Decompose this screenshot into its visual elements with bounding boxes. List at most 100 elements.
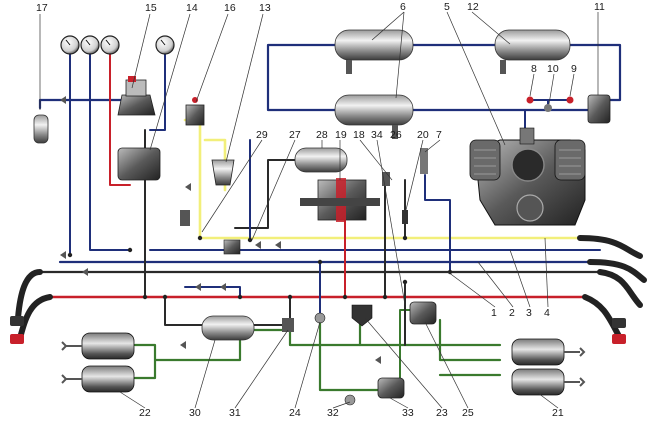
- label-22: 22: [139, 407, 151, 419]
- pressure-gauges: [60, 35, 175, 55]
- pipe-gauge-4: [149, 51, 166, 131]
- pipe-gauge-3: [109, 51, 131, 186]
- chamber-22-lower: [81, 365, 135, 393]
- brake-chambers: [61, 332, 586, 396]
- leader-lines: [39, 11, 599, 409]
- chamber-21-upper: [511, 338, 565, 366]
- hose-right-dark: [597, 269, 643, 308]
- pipe-vert-28: [234, 159, 296, 229]
- pipe-blue-lower-left: [184, 286, 241, 298]
- coupling-left-dark: [10, 316, 24, 326]
- hose-left-dark: [15, 269, 43, 321]
- tank-6-lower: [334, 94, 414, 126]
- chamber-21-lower: [511, 368, 565, 396]
- drain-valve-6b: [392, 125, 398, 139]
- coupling-right-red: [612, 334, 626, 344]
- label-19: 19: [335, 129, 347, 141]
- label-30: 30: [189, 407, 201, 419]
- label-2: 2: [509, 307, 515, 319]
- drain-valve-6a: [346, 60, 352, 74]
- label-10: 10: [547, 63, 559, 75]
- relay-33: [377, 377, 405, 399]
- separator-11: [587, 94, 611, 124]
- tank-30: [201, 315, 255, 341]
- label-1: 1: [491, 307, 497, 319]
- tank-17: [33, 114, 49, 144]
- label-31: 31: [229, 407, 241, 419]
- label-9: 9: [571, 63, 577, 75]
- tank-12: [494, 29, 571, 61]
- valve-20: [402, 210, 408, 224]
- junction-dots: [67, 235, 453, 300]
- pipe-green-mid: [238, 318, 382, 392]
- label-5: 5: [444, 1, 450, 13]
- pipe-green-left: [133, 328, 242, 380]
- compressor-pulley: [516, 194, 544, 222]
- label-16: 16: [224, 2, 236, 14]
- coupling-left-red: [10, 334, 24, 344]
- label-21: 21: [552, 407, 564, 419]
- compressor-center: [511, 148, 545, 182]
- label-33: 33: [402, 407, 414, 419]
- brake-valve-15-red: [128, 76, 136, 82]
- valve-16: [185, 104, 205, 126]
- valve-32: [344, 394, 356, 406]
- valve-10: [544, 104, 552, 112]
- chamber-21-rods: [564, 347, 586, 387]
- label-17: 17: [36, 2, 48, 14]
- label-3: 3: [526, 307, 532, 319]
- pipe-network: [38, 43, 622, 392]
- relay-25: [409, 301, 437, 325]
- tank-6-upper: [334, 29, 414, 61]
- label-6: 6: [400, 1, 406, 13]
- hose-right-blue: [587, 259, 647, 283]
- reservoir-tanks: [33, 29, 571, 341]
- brake-valve-15: [117, 94, 156, 116]
- compressor-fins: [474, 149, 581, 175]
- air-compressor-5: [469, 127, 586, 226]
- label-13: 13: [259, 2, 271, 14]
- hose-right-red: [582, 294, 623, 341]
- valve-27: [223, 239, 241, 255]
- distributor-18-arm: [300, 198, 380, 206]
- label-27: 27: [289, 129, 301, 141]
- chamber-22-upper: [81, 332, 135, 360]
- valve-29: [180, 210, 190, 226]
- brake-valve-15-top: [125, 79, 147, 97]
- label-34: 34: [371, 129, 383, 141]
- pipe-blue-tank-loop: [266, 43, 342, 112]
- label-23: 23: [436, 407, 448, 419]
- label-8: 8: [531, 63, 537, 75]
- filter-13: [211, 159, 235, 186]
- pipe-vert-7: [424, 174, 451, 273]
- pipe-gauge-2: [89, 51, 131, 251]
- label-11: 11: [594, 1, 605, 13]
- pipe-blue-top: [38, 98, 132, 110]
- gauge-needles: [65, 39, 166, 46]
- label-14: 14: [186, 2, 198, 14]
- hose-left-red: [17, 294, 53, 341]
- valve-24: [314, 312, 326, 324]
- label-20: 20: [417, 129, 429, 141]
- coupling-right-dark: [612, 318, 626, 328]
- label-18: 18: [353, 129, 365, 141]
- label-25: 25: [462, 407, 474, 419]
- label-4: 4: [544, 307, 550, 319]
- label-26: 26: [390, 129, 402, 141]
- part-number-labels: 17 15 14 16 13 6 5 12 11 8 10 9 29 27 28…: [36, 1, 605, 419]
- valve-16-red: [192, 97, 198, 103]
- drain-valve-12: [500, 60, 506, 74]
- chamber-22-rods: [61, 341, 82, 384]
- tank-19: [294, 147, 348, 173]
- valve-31: [282, 318, 294, 332]
- hoses: [10, 235, 647, 344]
- valve-7: [420, 148, 428, 174]
- valve-9: [566, 96, 574, 104]
- label-7: 7: [436, 129, 442, 141]
- label-15: 15: [145, 2, 157, 14]
- valve-assemblies: [60, 76, 611, 406]
- hose-right-yellow: [577, 235, 643, 259]
- label-29: 29: [256, 129, 268, 141]
